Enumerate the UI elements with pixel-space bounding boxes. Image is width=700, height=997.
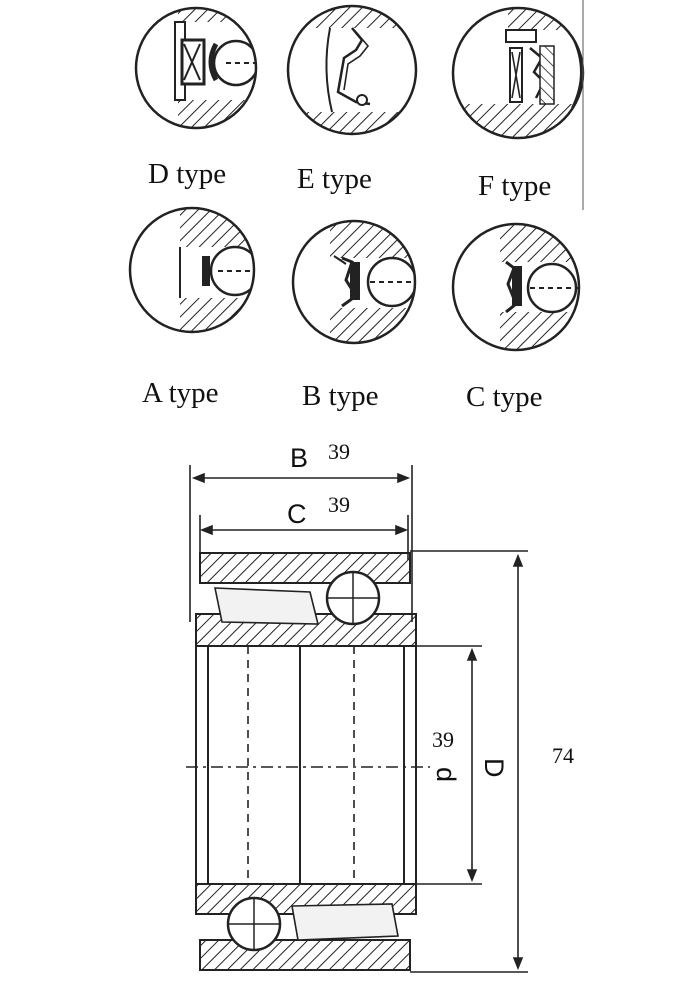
dimension-outer-d-symbol: D: [479, 758, 509, 778]
dimension-b-value: 39: [328, 439, 350, 464]
b-type-label: B type: [302, 380, 379, 412]
c-type-label: C type: [466, 381, 543, 413]
f-type-label: F type: [478, 170, 551, 202]
d-type-label: D type: [148, 158, 226, 190]
dimension-b-symbol: B: [290, 443, 308, 473]
e-type-detail: [286, 4, 418, 136]
dimension-d-symbol: d: [431, 767, 461, 782]
b-type-detail: [291, 219, 417, 345]
dimension-lines: [189, 465, 528, 973]
dimension-c-value: 39: [328, 492, 350, 517]
a-type-detail: [128, 206, 256, 334]
dimension-outer-d-value: 74: [552, 743, 574, 768]
f-type-detail: [451, 0, 585, 210]
bearing-cross-section: [186, 552, 430, 971]
dimension-d-value: 39: [432, 727, 454, 752]
c-type-detail: [451, 222, 581, 352]
a-type-label: A type: [142, 377, 219, 409]
dimension-c-symbol: C: [287, 499, 307, 529]
d-type-detail: [134, 6, 258, 130]
e-type-label: E type: [297, 163, 372, 195]
